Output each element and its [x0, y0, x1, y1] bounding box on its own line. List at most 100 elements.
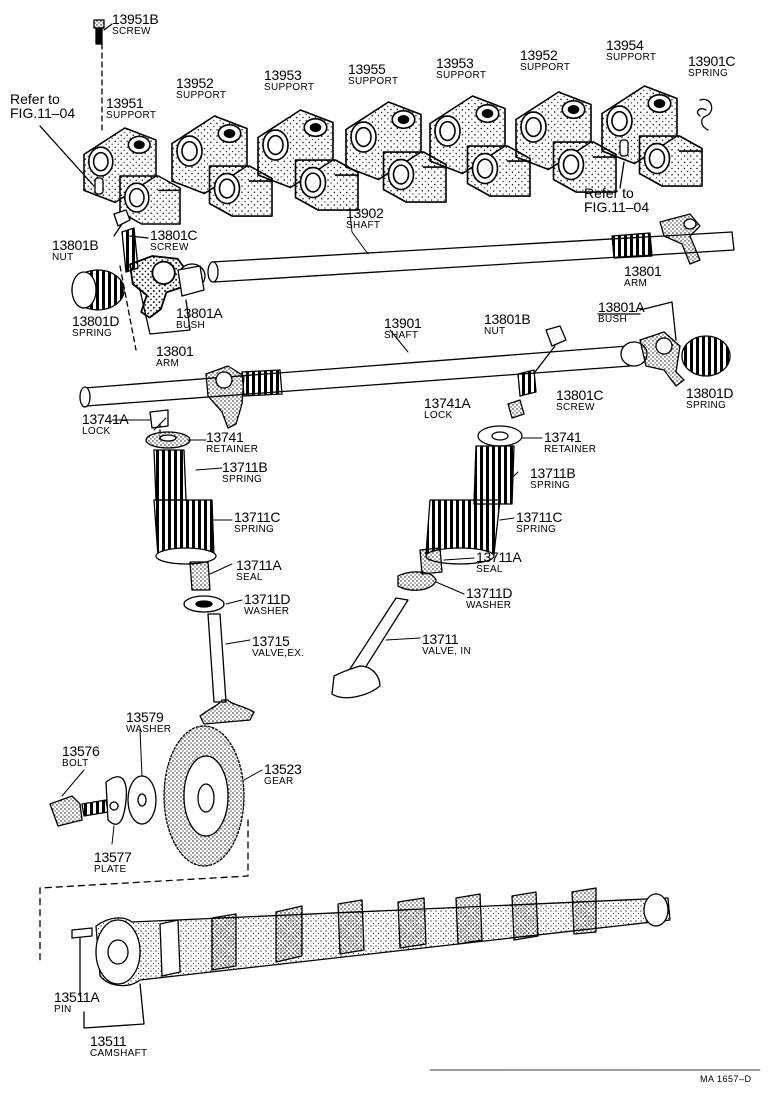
label-13801-right: 13801 ARM [624, 263, 662, 289]
camshaft-art [71, 887, 671, 1029]
part-number: 13711 [422, 631, 459, 647]
part-name: BOLT [62, 758, 89, 769]
part-name: SPRING [686, 400, 727, 411]
part-number: 13801C [556, 387, 604, 403]
part-number: 13741 [206, 429, 244, 445]
part-number: 13511A [54, 989, 100, 1005]
label-13711b-right: 13711B SPRING [530, 465, 576, 491]
refer-text: Refer to [10, 91, 60, 107]
part-number: 13711C [516, 509, 563, 525]
figure-code: MA 1657–D [700, 1074, 752, 1084]
part-number: 13511 [90, 1033, 127, 1049]
part-name: SPRING [234, 524, 275, 535]
gear-assembly-art [49, 725, 245, 867]
part-name: SUPPORT [520, 62, 571, 73]
label-13801a-right: 13801A BUSH [598, 299, 645, 325]
label-13953-left: 13953 SUPPORT [264, 68, 314, 93]
label-13902: 13902 SHAFT [346, 205, 384, 231]
part-name: SPRING [72, 328, 113, 339]
part-name: NUT [484, 326, 506, 337]
part-number: 13576 [62, 743, 100, 759]
part-number: 13711B [222, 459, 268, 475]
part-name: SPRING [222, 474, 263, 485]
part-name: WASHER [126, 724, 172, 735]
label-13741a-right: 13741A LOCK [424, 395, 471, 421]
label-13952-right: 13952 SUPPORT [520, 48, 570, 73]
support-13954 [601, 85, 703, 187]
part-number: 13952 [176, 75, 214, 91]
label-13711c-right: 13711C SPRING [516, 509, 563, 535]
part-number: 13951B [112, 11, 159, 27]
part-number: 13711D [244, 591, 291, 607]
part-name: VALVE, IN [422, 646, 472, 657]
part-number: 13801 [156, 343, 194, 359]
part-number: 13953 [436, 55, 474, 71]
label-13741a-left: 13741A LOCK [82, 412, 129, 437]
refer-note-right: Refer to FIG.11–04 [584, 186, 649, 214]
part-name: SCREW [112, 26, 151, 37]
part-name: SUPPORT [264, 82, 315, 93]
part-name: SPRING [688, 68, 729, 79]
part-number: 13954 [606, 37, 644, 53]
part-name: SUPPORT [606, 52, 657, 63]
part-number: 13801C [150, 227, 198, 243]
part-name: SEAL [476, 564, 503, 575]
part-name: SUPPORT [176, 90, 227, 101]
label-13511: 13511 CAMSHAFT [90, 1034, 147, 1059]
part-number: 13801A [598, 299, 645, 315]
part-number: 13523 [264, 761, 302, 777]
shaft-13901-art [79, 301, 731, 429]
label-13955: 13955 SUPPORT [348, 62, 398, 87]
part-name: PLATE [94, 864, 127, 875]
valve-stack-exhaust-art [145, 409, 255, 725]
part-number: 13741 [544, 429, 582, 445]
part-name: CAMSHAFT [90, 1048, 148, 1059]
label-13801c-left: 13801C SCREW [150, 227, 198, 253]
part-number: 13741A [424, 395, 471, 411]
part-number: 13801D [72, 313, 120, 329]
label-13577: 13577 PLATE [94, 849, 132, 875]
part-number: 13951 [106, 95, 144, 111]
part-number: 13801A [176, 305, 223, 321]
part-name: VALVE,EX. [252, 648, 305, 659]
label-13952-left: 13952 SUPPORT [176, 76, 226, 101]
label-13711: 13711 VALVE, IN [422, 632, 471, 657]
support-13952-left [171, 115, 273, 217]
label-13741-left: 13741 RETAINER [206, 430, 258, 455]
part-number: 13577 [94, 849, 132, 865]
label-13711d-right: 13711D WASHER [466, 586, 513, 611]
adjuster-right-art [507, 325, 567, 419]
screw-13951b-art [93, 19, 105, 131]
label-13576: 13576 BOLT [62, 743, 100, 769]
part-name: SHAFT [346, 220, 381, 231]
part-number: 13801 [624, 263, 662, 279]
refer-figure: FIG.11–04 [10, 105, 76, 121]
part-name: PIN [54, 1004, 72, 1015]
label-13715: 13715 VALVE,EX. [252, 634, 304, 659]
part-number: 13955 [348, 61, 386, 77]
part-name: ARM [624, 278, 648, 289]
label-13511a: 13511A PIN [54, 989, 100, 1015]
label-13711d-left: 13711D WASHER [244, 591, 291, 617]
label-13579: 13579 WASHER [126, 710, 171, 735]
part-name: SUPPORT [348, 76, 399, 87]
part-number: 13801B [52, 237, 99, 253]
part-number: 13711B [530, 465, 576, 481]
label-13954: 13954 SUPPORT [606, 38, 656, 63]
part-number: 13711A [236, 557, 282, 573]
part-number: 13902 [346, 205, 384, 221]
label-13951: 13951 SUPPORT [106, 96, 156, 121]
part-name: WASHER [466, 600, 512, 611]
part-name: SPRING [516, 524, 557, 535]
label-13801d-right: 13801D SPRING [686, 386, 734, 411]
label-13711a-left: 13711A SEAL [236, 557, 282, 583]
part-name: GEAR [264, 776, 294, 787]
label-13711a-right: 13711A SEAL [476, 550, 522, 575]
leader-lines [61, 213, 543, 845]
part-name: SUPPORT [106, 110, 157, 121]
support-13951 [83, 127, 181, 225]
shaft-13902-art [207, 213, 735, 283]
part-name: SEAL [236, 572, 263, 583]
